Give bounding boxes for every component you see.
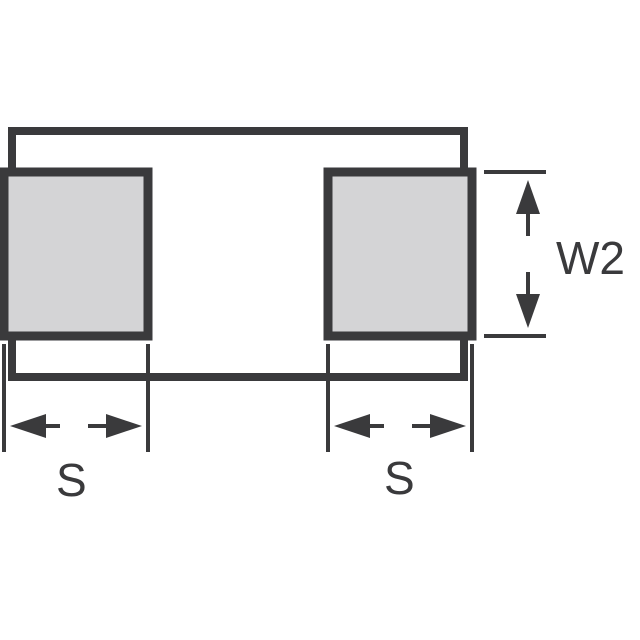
left-pad [0, 167, 153, 341]
s-left-arrow-left [10, 414, 60, 438]
s-left-label: S [56, 454, 87, 506]
s-right-arrow-right [412, 414, 466, 438]
w2-arrow-up [516, 180, 540, 236]
right-pad [323, 167, 477, 341]
w2-label: W2 [556, 232, 625, 284]
s-right-label: S [384, 452, 415, 504]
s-right-arrow-left [334, 414, 384, 438]
w2-arrow-down [516, 272, 540, 328]
s-left-arrow-right [88, 414, 142, 438]
